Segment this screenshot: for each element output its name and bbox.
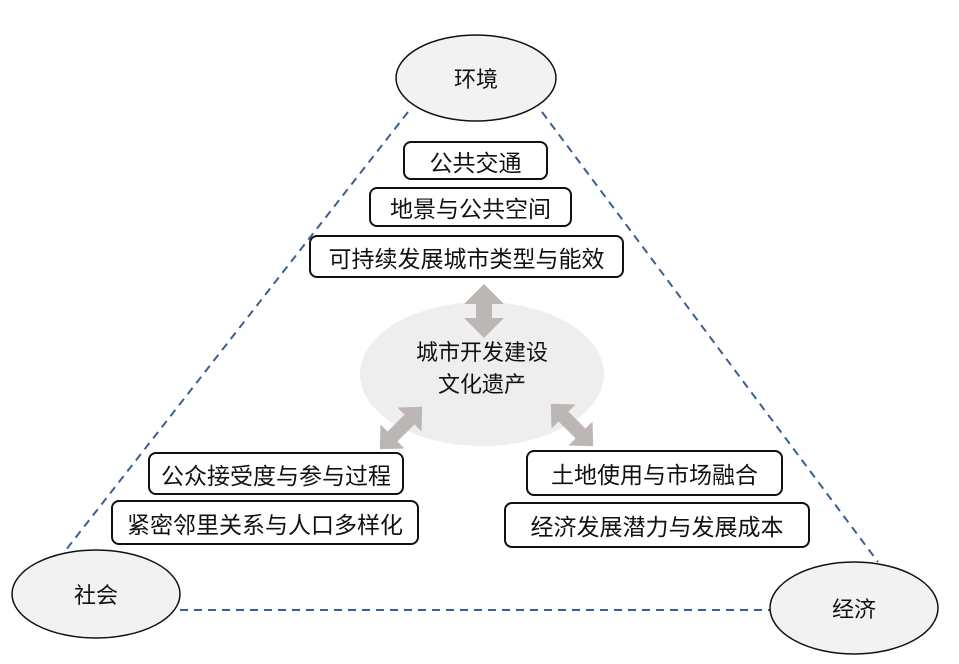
center-label: 城市开发建设 文化遗产 — [360, 338, 604, 402]
arrow-top — [464, 284, 504, 338]
arrow-right — [550, 403, 594, 447]
box-neighborhood-diversity: 紧密邻里关系与人口多样化 — [111, 500, 419, 545]
edge-environment-society — [61, 111, 409, 556]
center-label-line-2: 文化遗产 — [437, 373, 526, 398]
box-land-use-market: 土地使用与市场融合 — [526, 450, 783, 496]
box-landscape-public-space: 地景与公共空间 — [369, 187, 572, 227]
node-economy-ellipse — [769, 561, 939, 655]
edge-environment-economy — [541, 111, 879, 563]
node-society-ellipse — [11, 549, 181, 639]
center-label-line-1: 城市开发建设 — [415, 341, 548, 366]
arrow-left — [379, 406, 423, 450]
node-society-label: 社会 — [73, 584, 118, 609]
box-economic-potential-cost: 经济发展潜力与发展成本 — [504, 502, 810, 548]
node-economy-label: 经济 — [831, 598, 876, 623]
box-sustainable-urban-form: 可持续发展城市类型与能效 — [309, 235, 624, 278]
node-environment-label: 环境 — [453, 68, 498, 93]
node-environment-ellipse — [395, 34, 557, 122]
box-public-transport: 公共交通 — [403, 141, 548, 180]
box-public-acceptance: 公众接受度与参与过程 — [148, 452, 404, 495]
